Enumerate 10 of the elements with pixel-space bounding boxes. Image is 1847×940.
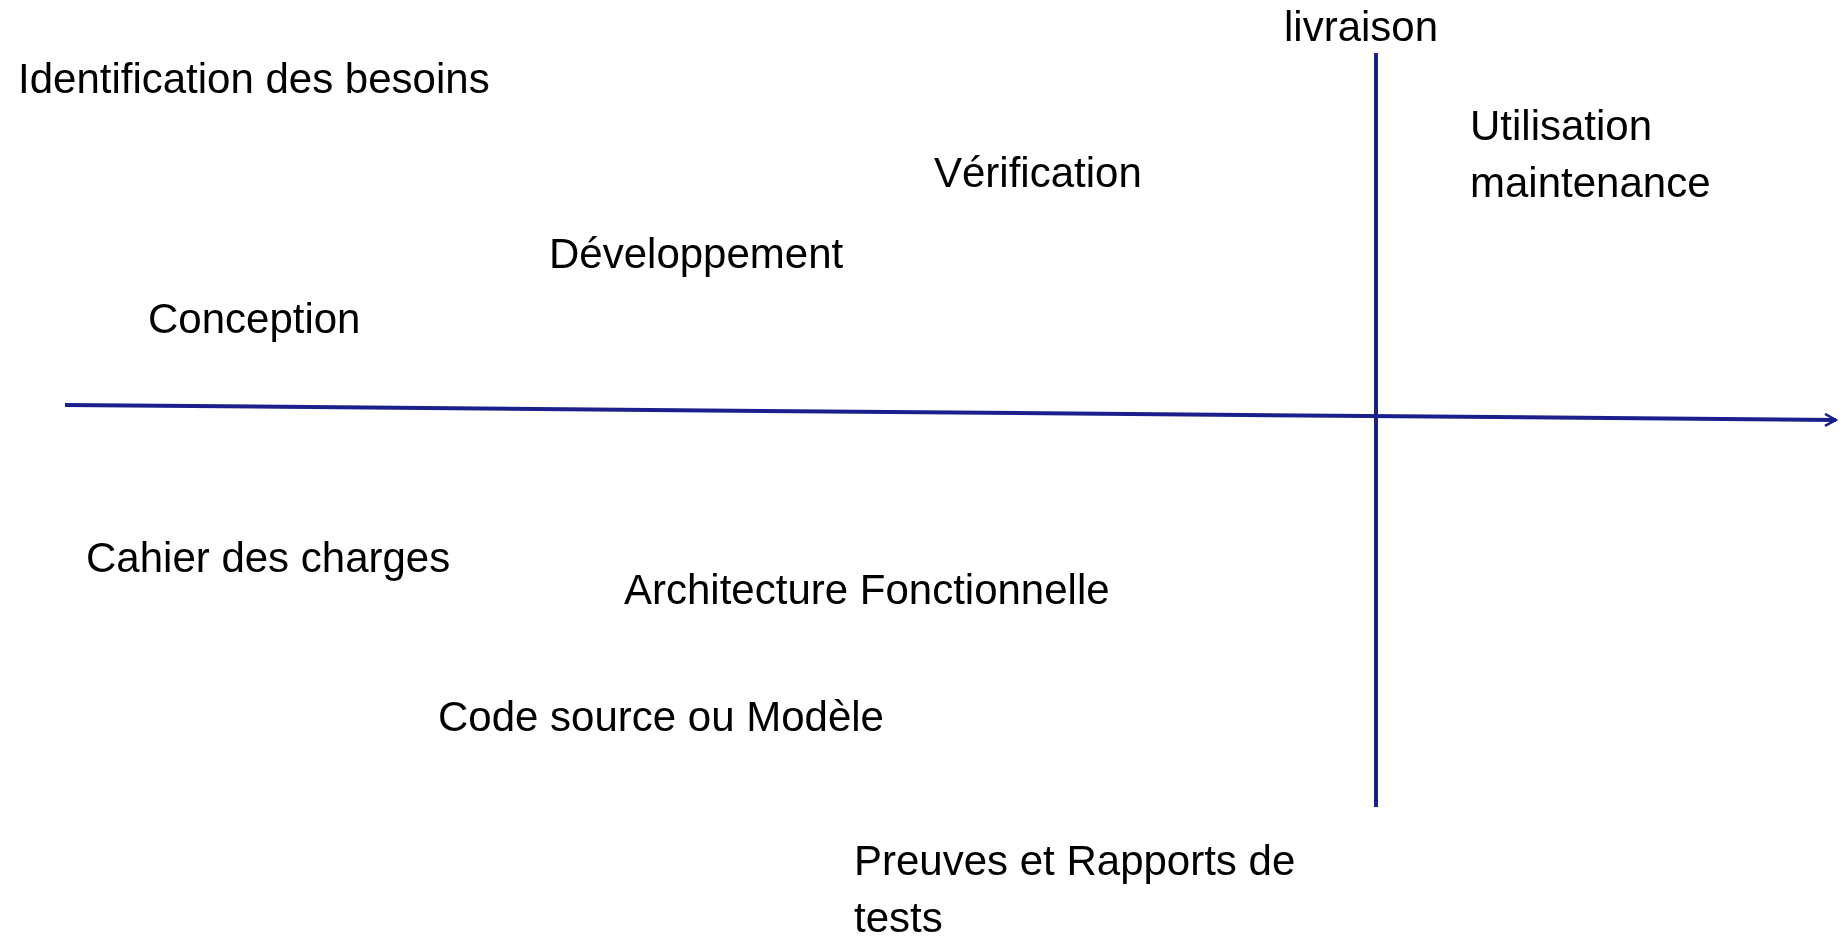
deliverable-label: Architecture Fonctionnelle (624, 565, 1110, 615)
milestone-label: livraison (1284, 2, 1439, 52)
phase-label: Vérification (934, 148, 1142, 198)
deliverable-label: Cahier des charges (86, 533, 451, 583)
phase-label: Identification des besoins (18, 54, 490, 104)
deliverable-label: Code source ou Modèle (438, 692, 884, 742)
phase-label: Utilisation maintenance (1470, 101, 1712, 208)
deliverable-label: Preuves et Rapports de tests (854, 836, 1297, 940)
phase-label: Développement (549, 229, 844, 279)
phase-label: Conception (148, 294, 361, 344)
